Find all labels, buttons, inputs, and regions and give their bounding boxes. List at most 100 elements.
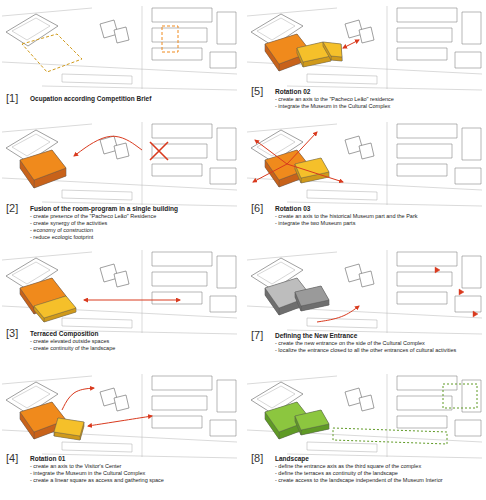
plan-panel: [247, 374, 482, 458]
step-note: - create an axis to the "Pacheco Leão" r…: [275, 96, 481, 103]
complex-block: [152, 28, 207, 42]
complex-block: [217, 128, 236, 160]
complex-block: [307, 190, 377, 200]
complex-block: [397, 272, 452, 286]
callout-number: [1]: [6, 92, 18, 104]
complex-block: [217, 380, 236, 412]
callout-number: [3]: [6, 327, 18, 339]
step-caption: Terraced Composition- create elevated ou…: [30, 330, 236, 352]
step-note: - create the new entrance on the side of…: [275, 340, 481, 347]
axis-arrow: [62, 388, 94, 410]
massing-top: [34, 296, 76, 318]
complex-block: [152, 164, 202, 176]
complex-block: [455, 420, 481, 436]
step-caption: Ocupation according Competition Brief: [30, 95, 236, 103]
complex-block: [307, 318, 377, 328]
complex-block: [152, 376, 212, 390]
axis-arrow: [287, 132, 317, 164]
step-note: - localize the entrance closed to all th…: [275, 347, 481, 354]
road-line: [2, 252, 92, 260]
step-note: - create continuity of the landscape: [30, 345, 236, 352]
complex-block: [462, 128, 481, 160]
callout-number: [7]: [251, 329, 263, 341]
massing-top: [323, 42, 342, 57]
residence-building: [359, 143, 374, 159]
axis-arrow: [88, 416, 152, 426]
step-note: - economy of construction: [30, 227, 236, 234]
step-note: - create access to the landscape indepen…: [275, 477, 481, 484]
residence-building: [114, 143, 129, 159]
step-note: - integrate the Museum in the Cultural C…: [30, 470, 236, 477]
complex-block: [455, 168, 481, 184]
complex-block: [62, 74, 132, 84]
step-note: - create synergy of the activities: [30, 220, 236, 227]
road-line: [42, 86, 237, 90]
road-line: [2, 124, 92, 132]
road-line: [142, 250, 143, 333]
brief-footprint: [162, 26, 178, 52]
massing-top: [54, 418, 84, 436]
complex-block: [397, 144, 452, 158]
complex-block: [152, 48, 202, 60]
road-line: [2, 8, 92, 16]
complex-block: [152, 252, 212, 266]
road-line: [142, 374, 143, 457]
complex-block: [307, 74, 377, 84]
step-note: - create an axis to the historical Museu…: [275, 213, 481, 220]
axis-arrow: [84, 300, 180, 301]
complex-block: [397, 416, 447, 428]
callout-number: [5]: [251, 85, 263, 97]
road-line: [387, 250, 388, 333]
complex-block: [152, 144, 207, 158]
step-note: - reduce ecologic footprint: [30, 234, 236, 241]
step-note: - create a linear square as access and g…: [30, 477, 236, 484]
complex-block: [152, 8, 212, 22]
complex-block: [397, 164, 447, 176]
step-heading: Defining the New Entrance: [275, 332, 481, 340]
massing-top: [295, 286, 329, 306]
step-note: - define the terraces as continuity of t…: [275, 470, 481, 477]
complex-block: [62, 442, 132, 452]
road-line: [247, 124, 337, 132]
entrance-mark: [459, 289, 464, 295]
step-heading: Fusion of the room-program in a single b…: [30, 205, 236, 213]
complex-block: [62, 190, 132, 200]
complex-block: [397, 252, 457, 266]
residence-building: [114, 271, 129, 287]
entrance-mark: [435, 267, 440, 273]
complex-block: [462, 12, 481, 44]
callout-number: [6]: [251, 202, 263, 214]
complex-block: [210, 168, 236, 184]
complex-block: [455, 52, 481, 68]
step-note: - integrate the Museum in the Cultural C…: [275, 103, 481, 110]
callout-number: [8]: [251, 452, 263, 464]
step-note: - integrate the two Museum parts: [275, 220, 481, 227]
step-caption: Rotation 01- create an axis to the Visit…: [30, 455, 236, 484]
complex-block: [152, 396, 207, 410]
callout-number: [2]: [6, 202, 18, 214]
complex-block: [397, 376, 457, 390]
plan-panel: [2, 374, 237, 458]
complex-block: [397, 292, 447, 304]
plan-panel: [247, 250, 482, 334]
step-heading: Rotation 03: [275, 205, 481, 213]
step-note: - create elevated outside spaces: [30, 338, 236, 345]
step-note: - create presence of the "Pacheco Leão" …: [30, 213, 236, 220]
complex-block: [397, 396, 452, 410]
complex-block: [455, 296, 481, 312]
road-line: [387, 6, 388, 89]
complex-block: [152, 292, 202, 304]
road-line: [2, 62, 237, 74]
residence-building: [359, 27, 374, 43]
road-line: [387, 374, 388, 457]
landscape-outline: [443, 384, 477, 408]
step-caption: Rotation 03- create an axis to the histo…: [275, 205, 481, 227]
step-caption: Landscape- define the entrance axis as t…: [275, 455, 481, 484]
landscape-outline: [333, 428, 447, 444]
complex-block: [152, 124, 212, 138]
axis-arrow: [255, 140, 287, 164]
brief-footprint: [22, 34, 82, 72]
step-caption: Fusion of the room-program in a single b…: [30, 205, 236, 241]
plan-panel: [2, 6, 237, 90]
road-line: [287, 454, 482, 458]
